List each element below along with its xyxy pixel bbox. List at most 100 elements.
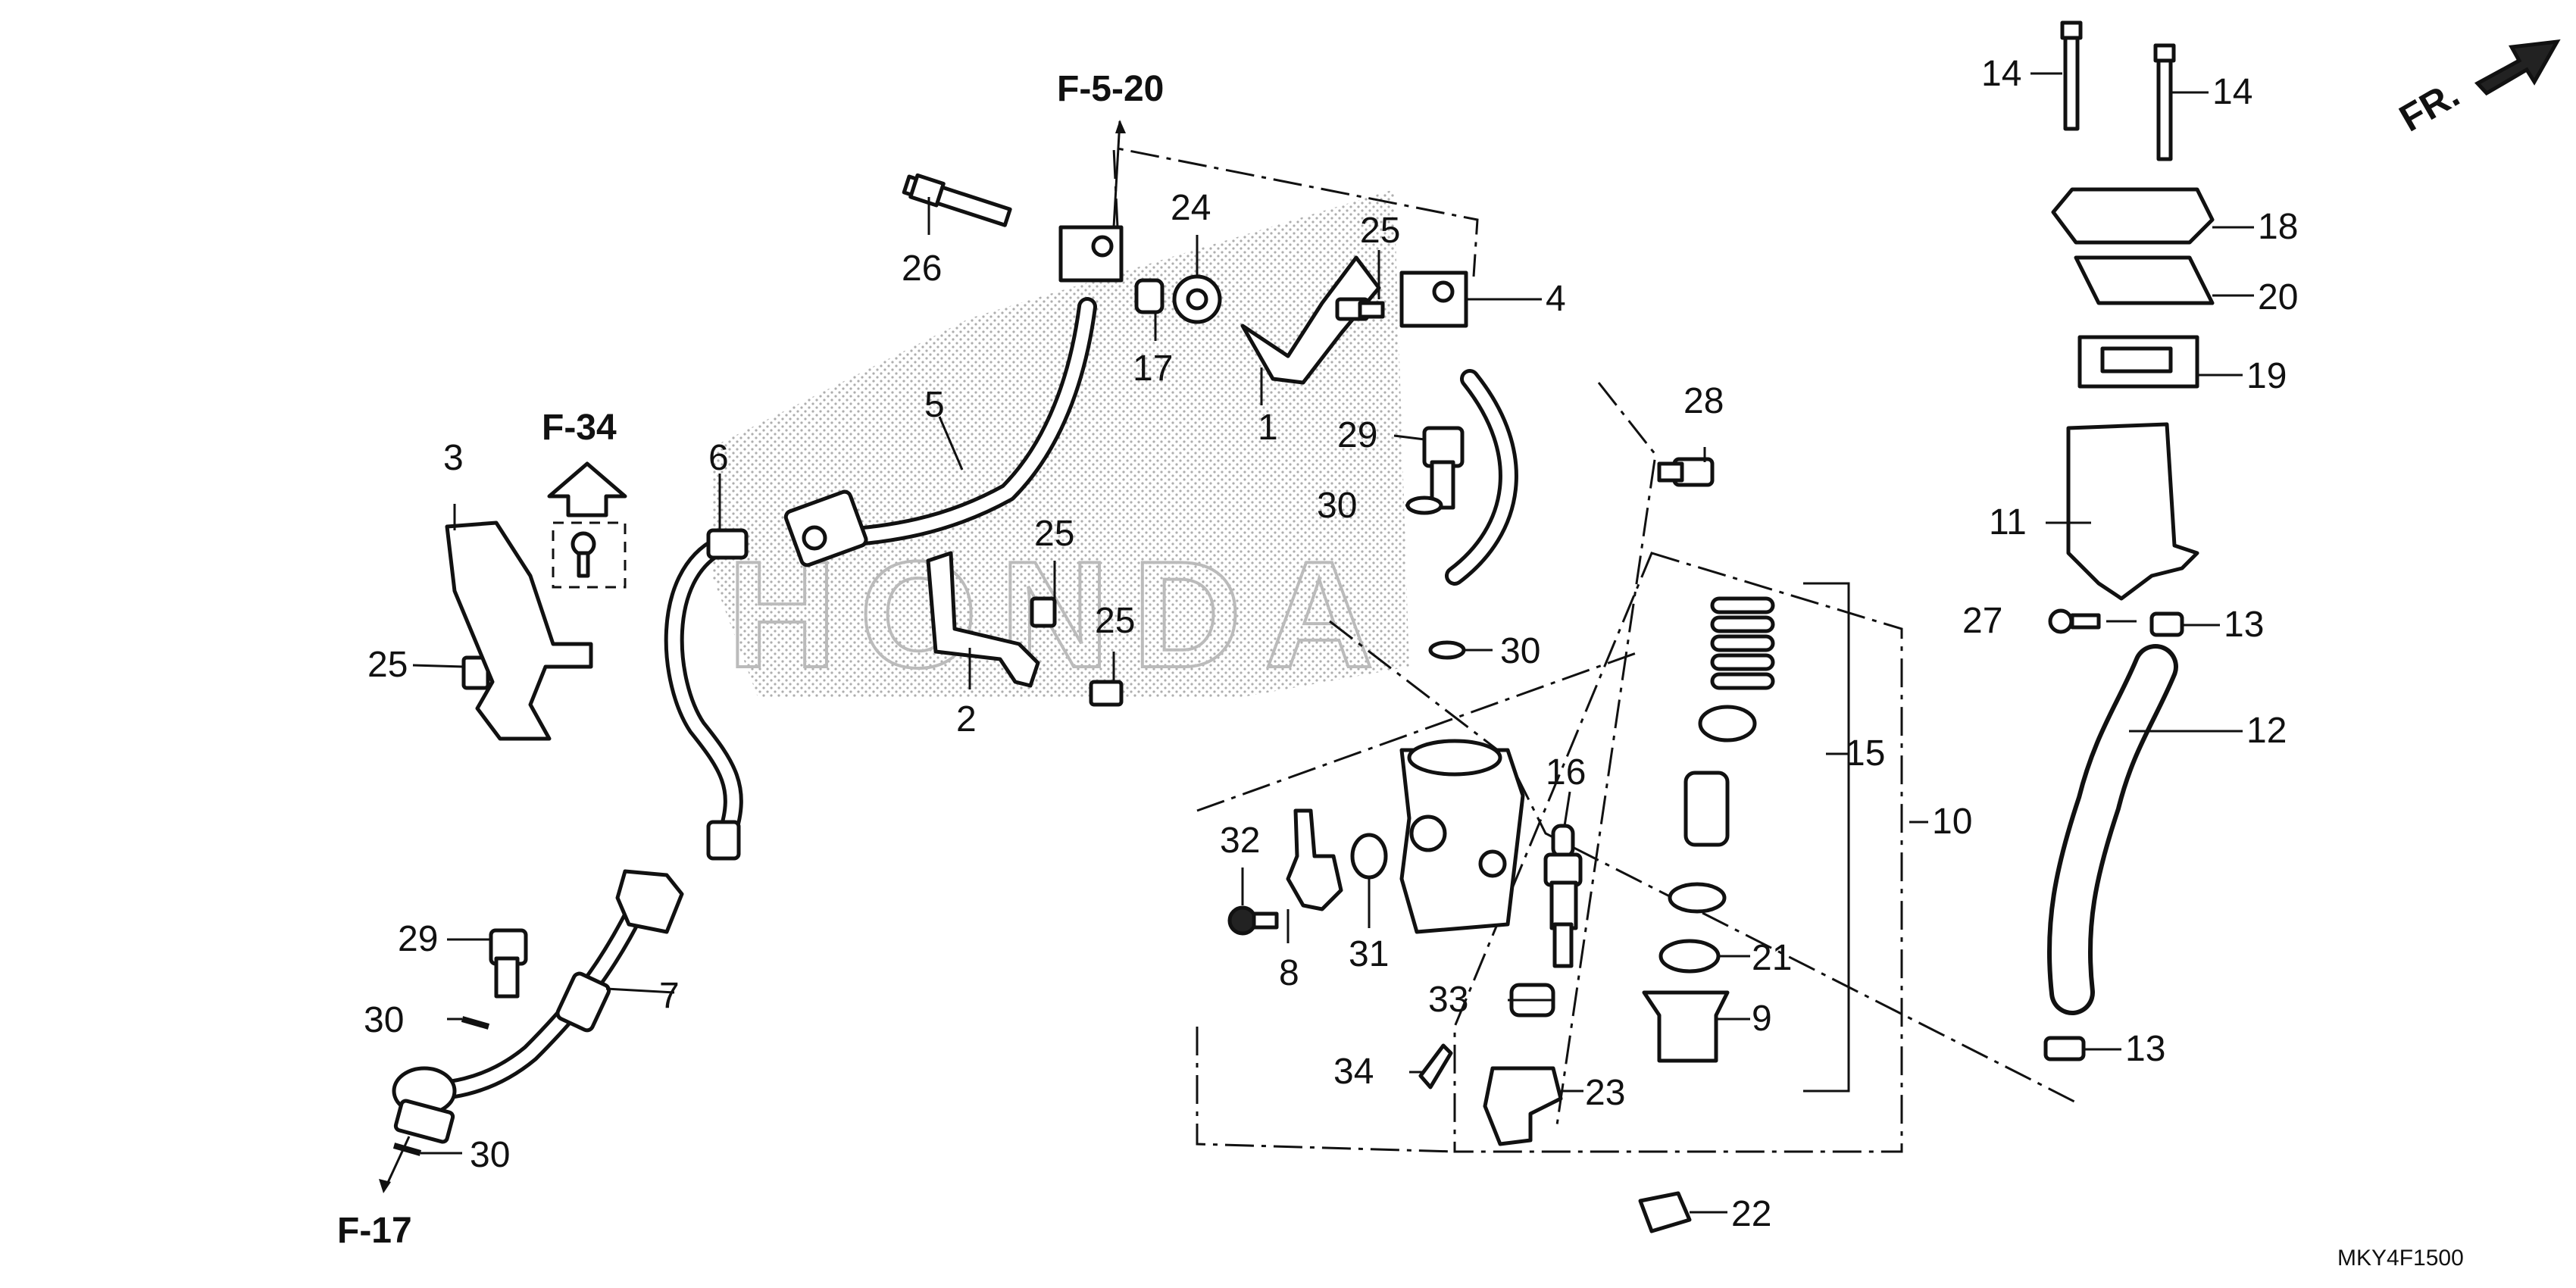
ref-bottom-arrow-line: [385, 1136, 411, 1186]
screw-32[interactable]: [1227, 905, 1279, 936]
bolt-14-right[interactable]: [2153, 43, 2176, 161]
ref-bottom-label[interactable]: F-17: [337, 1211, 412, 1251]
assembly-lines: [1112, 146, 2077, 1153]
ref-left-box: [552, 521, 627, 589]
plate-20[interactable]: [2074, 255, 2215, 305]
callout-32[interactable]: 32: [1220, 821, 1260, 861]
callout-29-top[interactable]: 29: [1337, 415, 1377, 455]
washer-30-c[interactable]: [461, 1016, 490, 1030]
callout-24[interactable]: 24: [1171, 188, 1211, 228]
callout-25-low[interactable]: 25: [1095, 601, 1135, 641]
callout-15[interactable]: 15: [1845, 733, 1885, 774]
callout-25-left[interactable]: 25: [367, 645, 408, 685]
callout-4[interactable]: 4: [1546, 279, 1566, 319]
joint-block-left[interactable]: [1058, 225, 1124, 283]
callout-26[interactable]: 26: [902, 249, 942, 289]
callout-29-low[interactable]: 29: [398, 919, 438, 959]
bolt-25-top[interactable]: [1335, 297, 1385, 321]
callout-18[interactable]: 18: [2258, 207, 2298, 247]
hose-6-end[interactable]: [706, 820, 741, 861]
callout-14-left[interactable]: 14: [1981, 54, 2021, 94]
callout-14-right[interactable]: 14: [2212, 72, 2252, 112]
ref-top-arrowhead: [1115, 120, 1126, 133]
callout-30-c[interactable]: 30: [364, 1000, 404, 1040]
ref-bottom-arrowhead: [379, 1179, 391, 1193]
clip-13-bottom[interactable]: [2043, 1036, 2086, 1061]
bolt-14-left[interactable]: [2060, 20, 2083, 131]
callout-13-bottom[interactable]: 13: [2125, 1029, 2165, 1069]
callout-5[interactable]: 5: [924, 385, 945, 425]
o-ring-31[interactable]: [1350, 833, 1388, 880]
callout-7[interactable]: 7: [659, 976, 680, 1016]
callout-30-a[interactable]: 30: [1317, 486, 1357, 526]
piston[interactable]: [1683, 771, 1730, 847]
joint-8[interactable]: [1286, 808, 1343, 911]
callout-3[interactable]: 3: [443, 438, 464, 478]
push-rod-16[interactable]: [1543, 824, 1583, 968]
callout-10[interactable]: 10: [1932, 802, 1972, 842]
cover-3[interactable]: [445, 521, 593, 741]
washer-30-b[interactable]: [1428, 640, 1466, 660]
cotter-pin-34[interactable]: [1418, 1043, 1453, 1089]
callout-34[interactable]: 34: [1333, 1052, 1374, 1092]
watermark: HONDA: [712, 189, 1409, 701]
boot-9[interactable]: [1642, 990, 1730, 1063]
bolt-25-mid[interactable]: [1030, 596, 1057, 628]
callout-12[interactable]: 12: [2246, 711, 2287, 751]
bolt-25-low[interactable]: [1089, 680, 1124, 707]
reservoir-11[interactable]: [2066, 422, 2199, 601]
callout-27[interactable]: 27: [1962, 601, 2002, 641]
callout-33[interactable]: 33: [1428, 980, 1468, 1020]
clevis-23[interactable]: [1483, 1066, 1563, 1146]
callout-17[interactable]: 17: [1133, 349, 1173, 389]
callout-19[interactable]: 19: [2246, 356, 2287, 396]
callout-23[interactable]: 23: [1585, 1073, 1625, 1113]
clip-13-top[interactable]: [2149, 611, 2184, 637]
washer-30-d[interactable]: [392, 1143, 422, 1156]
cap-22[interactable]: [1638, 1191, 1692, 1233]
callout-8[interactable]: 8: [1279, 953, 1299, 993]
callout-22[interactable]: 22: [1731, 1194, 1771, 1234]
hose-clamp-7[interactable]: [615, 869, 684, 934]
callout-25-top[interactable]: 25: [1360, 211, 1400, 251]
callout-6[interactable]: 6: [708, 438, 729, 478]
callout-30-d[interactable]: 30: [470, 1135, 510, 1175]
hose-7-sleeve[interactable]: [555, 971, 611, 1033]
callout-21[interactable]: 21: [1752, 938, 1792, 978]
callout-13-top[interactable]: 13: [2224, 605, 2264, 645]
bracket-2[interactable]: [926, 551, 1040, 688]
leader-lines: [412, 72, 2254, 1214]
circlip-21[interactable]: [1658, 939, 1721, 974]
up-arrow-icon: [547, 461, 627, 517]
screw-icon: [571, 531, 596, 578]
callout-25-mid[interactable]: 25: [1034, 514, 1074, 554]
callout-31[interactable]: 31: [1349, 934, 1389, 974]
reservoir-cap-18[interactable]: [2051, 187, 2215, 245]
joint-block-4[interactable]: [1399, 270, 1468, 328]
fitting-6[interactable]: [706, 528, 749, 560]
ref-top-label[interactable]: F-5-20: [1057, 69, 1164, 109]
callout-30-b[interactable]: 30: [1500, 631, 1540, 671]
callout-20[interactable]: 20: [2258, 277, 2298, 317]
bolt-27[interactable]: [2048, 608, 2101, 634]
callout-16[interactable]: 16: [1546, 752, 1586, 792]
bolt-28[interactable]: [1657, 457, 1715, 487]
callout-9[interactable]: 9: [1752, 999, 1772, 1039]
callout-11[interactable]: 11: [1989, 502, 2027, 542]
cup-secondary[interactable]: [1668, 882, 1727, 914]
diagram-code: MKY4F1500: [2337, 1246, 2464, 1271]
front-direction-indicator: FR.: [2393, 39, 2561, 140]
banjo-bolt-29-low[interactable]: [489, 928, 528, 999]
washer-30-a[interactable]: [1405, 496, 1443, 515]
master-cylinder-body[interactable]: [1399, 748, 1525, 934]
spring-15[interactable]: [1710, 596, 1775, 690]
cup-primary[interactable]: [1698, 705, 1757, 742]
callout-28[interactable]: 28: [1683, 381, 1724, 421]
callout-2[interactable]: 2: [956, 699, 977, 739]
collar-17[interactable]: [1134, 278, 1165, 314]
bolt-26[interactable]: [902, 173, 1012, 227]
banjo-bolt-29-top[interactable]: [1422, 426, 1465, 510]
callout-1[interactable]: 1: [1258, 408, 1278, 448]
ref-left-label[interactable]: F-34: [542, 408, 617, 448]
